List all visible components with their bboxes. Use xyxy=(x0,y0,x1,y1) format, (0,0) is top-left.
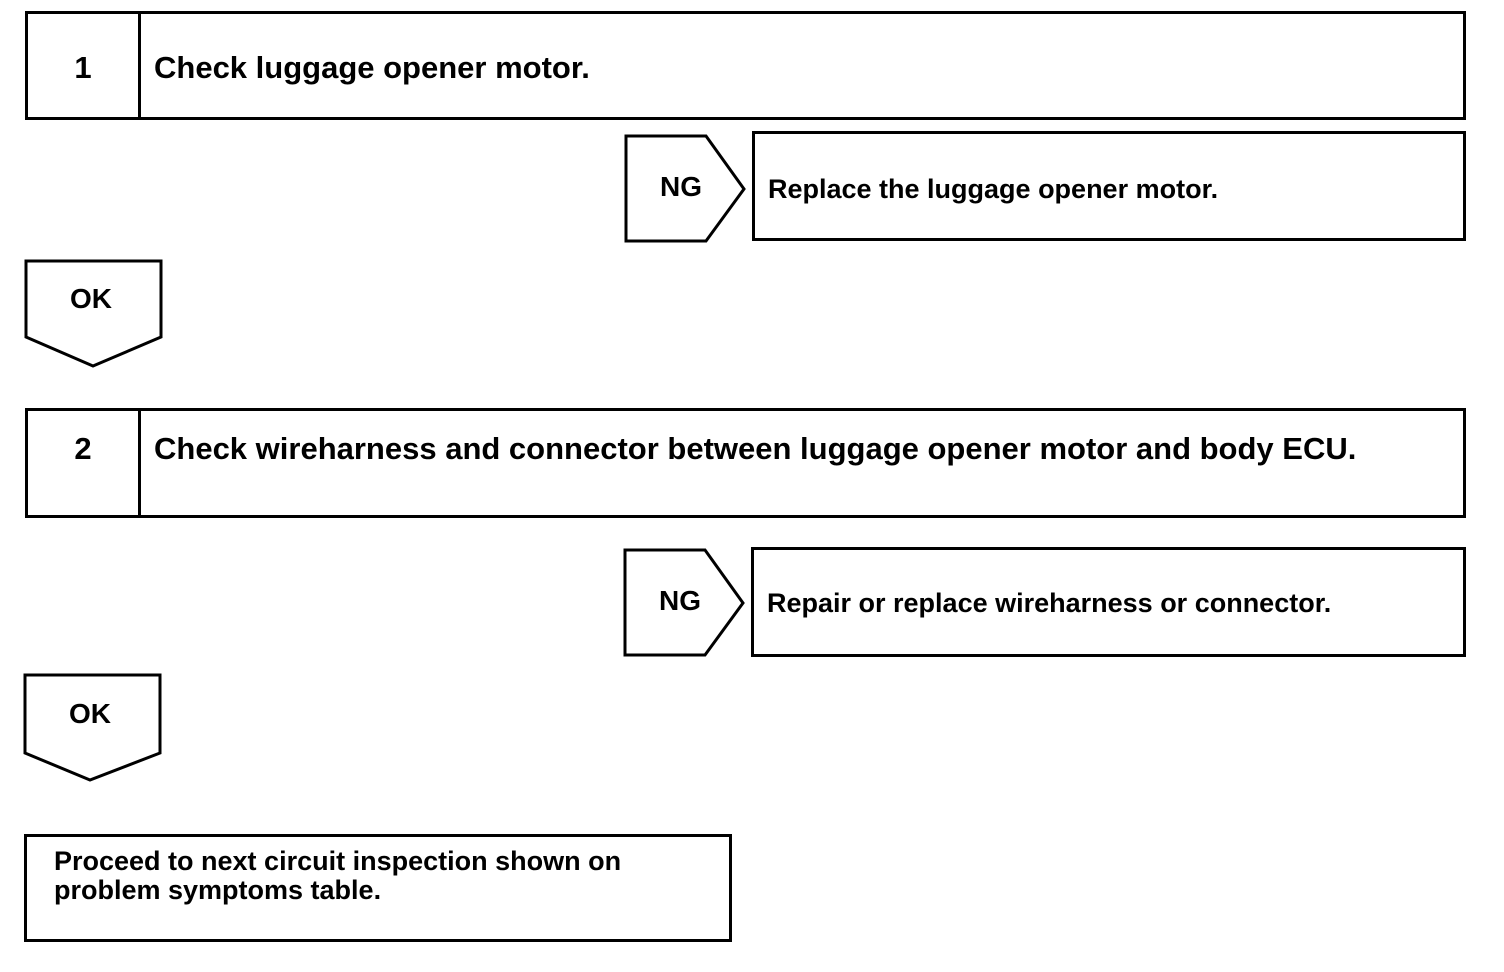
ok-arrow-2 xyxy=(23,673,162,782)
ng-result-2-box: Repair or replace wireharness or connect… xyxy=(751,547,1466,657)
ng-label-1: NG xyxy=(660,171,702,202)
ok-label-2: OK xyxy=(69,698,111,729)
ng-result-2-text: Repair or replace wireharness or connect… xyxy=(767,588,1332,618)
step-2-number: 2 xyxy=(74,431,92,466)
final-action-box: Proceed to next circuit inspection shown… xyxy=(24,834,732,942)
step-2-number-cell: 2 xyxy=(28,411,141,515)
ok-arrow-1 xyxy=(24,259,163,368)
ok-label-1: OK xyxy=(70,283,112,314)
step-2-box: 2 Check wireharness and connector betwee… xyxy=(25,408,1466,518)
ng-label-2: NG xyxy=(659,585,701,616)
step-1-box: 1 Check luggage opener motor. xyxy=(25,11,1466,120)
step-1-number: 1 xyxy=(74,50,92,85)
ng-arrow-2 xyxy=(623,548,745,657)
step-1-number-cell: 1 xyxy=(28,14,141,117)
step-1-text: Check luggage opener motor. xyxy=(154,50,590,85)
ng-result-1-box: Replace the luggage opener motor. xyxy=(752,131,1466,241)
ng-arrow-1 xyxy=(624,134,746,243)
step-2-text: Check wireharness and connector between … xyxy=(154,431,1357,466)
final-action-text: Proceed to next circuit inspection shown… xyxy=(54,846,622,905)
ng-result-1-text: Replace the luggage opener motor. xyxy=(768,174,1219,204)
